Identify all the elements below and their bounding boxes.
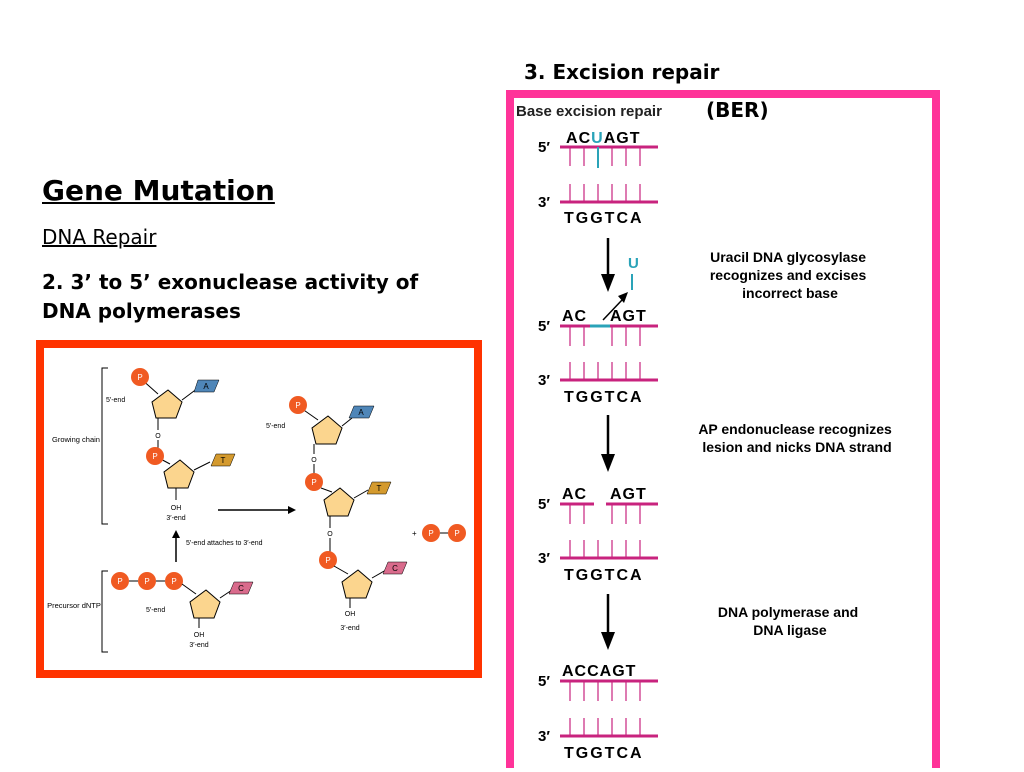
stage4-top-seq: ACCAGT xyxy=(562,663,636,680)
attach-note: 5′-end attaches to 3′-end xyxy=(186,540,263,547)
slide-title: Gene Mutation xyxy=(42,174,275,207)
stage2-top-right: AGT xyxy=(610,308,647,325)
sugar-2 xyxy=(163,459,195,489)
exonuclease-diagram-svg: Growing chain Precursor dNTP P A 5′-end … xyxy=(36,340,482,678)
stage3-5prime: 5′ xyxy=(538,496,550,513)
excised-uracil: U xyxy=(628,255,639,272)
step1-arrow xyxy=(601,274,615,292)
step3-arrow xyxy=(601,632,615,650)
growing-chain-label: Growing chain xyxy=(52,435,100,444)
stage1-3prime: 3′ xyxy=(538,194,550,211)
plus-sign: + xyxy=(412,529,417,538)
stage3-bottom-seq: TGGTCA xyxy=(564,567,644,584)
precursor-phosphate-2-label: P xyxy=(144,577,149,586)
product-phosphate-1-label: P xyxy=(295,401,300,410)
product-base-T-label: T xyxy=(377,484,382,493)
point-excision-repair: 3. Excision repair xyxy=(524,60,720,84)
ber-diagram: Base excision repair ACUAGT 5′ 3′ TGGTCA… xyxy=(506,90,940,772)
phosphate-2 xyxy=(146,447,164,465)
released-phosphate-1 xyxy=(422,524,440,542)
released-phosphate-1-label: P xyxy=(428,529,433,538)
stage1-top-seq: ACUAGT xyxy=(566,130,640,147)
step3-label: DNA polymerase and DNA ligase xyxy=(718,604,862,638)
product-sugar-1 xyxy=(311,415,343,445)
stage3-top-left: AC xyxy=(562,486,587,503)
sugar-1 xyxy=(151,389,183,419)
three-end-label-1: 3′-end xyxy=(166,515,185,522)
growing-chain-bracket xyxy=(101,367,108,525)
precursor-phosphate-2 xyxy=(138,572,156,590)
reaction-arrow xyxy=(288,506,296,514)
ber-header: Base excision repair xyxy=(516,103,662,120)
exonuclease-frame xyxy=(36,340,482,678)
released-phosphate-2-label: P xyxy=(454,529,459,538)
stage2-top-left: AC xyxy=(562,308,587,325)
phosphate-1-label: P xyxy=(137,373,142,382)
product-oh: OH xyxy=(345,611,356,618)
product-sugar-3 xyxy=(341,569,373,599)
ber-suffix: (BER) xyxy=(706,98,769,122)
base-A-1-label: A xyxy=(203,382,209,391)
product-five-end: 5′-end xyxy=(266,423,285,430)
product-phosphate-3 xyxy=(319,551,337,569)
stage1-bottom-seq: TGGTCA xyxy=(564,210,644,227)
product-oxygen-1: O xyxy=(311,457,317,464)
base-C-1-label: C xyxy=(238,584,244,593)
product-sugar-2 xyxy=(323,487,355,517)
precursor-bracket xyxy=(101,570,108,653)
product-phosphate-2-label: P xyxy=(311,478,316,487)
base-T-1-label: T xyxy=(221,456,226,465)
base-C-1 xyxy=(228,581,254,595)
oxygen-1: O xyxy=(155,433,161,440)
product-base-A-label: A xyxy=(358,408,364,417)
stage4-bottom-seq: TGGTCA xyxy=(564,745,644,762)
base-T-1 xyxy=(210,453,236,467)
three-end-label-2: 3′-end xyxy=(189,642,208,649)
stage1-5prime: 5′ xyxy=(538,139,550,156)
stage2-5prime: 5′ xyxy=(538,318,550,335)
phosphate-2-label: P xyxy=(152,452,157,461)
product-base-C xyxy=(382,561,408,575)
product-phosphate-1 xyxy=(289,396,307,414)
product-oxygen-2: O xyxy=(327,531,333,538)
product-base-C-label: C xyxy=(392,564,398,573)
product-three-end: 3′-end xyxy=(340,625,359,632)
product-phosphate-2 xyxy=(305,473,323,491)
precursor-phosphate-1-label: P xyxy=(117,577,122,586)
released-phosphate-2 xyxy=(448,524,466,542)
precursor-phosphate-1 xyxy=(111,572,129,590)
base-A-1 xyxy=(193,379,220,393)
product-phosphate-3-label: P xyxy=(325,556,330,565)
stage4-3prime: 3′ xyxy=(538,728,550,745)
stage4-5prime: 5′ xyxy=(538,673,550,690)
product-base-T xyxy=(366,481,392,495)
oh-label-2: OH xyxy=(194,632,205,639)
five-end-label-1: 5′-end xyxy=(106,397,125,404)
step1-label: Uracil DNA glycosylase recognizes and ex… xyxy=(710,249,870,301)
phosphate-1 xyxy=(131,368,149,386)
oh-label-1: OH xyxy=(171,505,182,512)
exonuclease-diagram: Growing chain Precursor dNTP P A 5′-end … xyxy=(36,340,482,678)
stage3-3prime: 3′ xyxy=(538,550,550,567)
ber-diagram-svg: Base excision repair ACUAGT 5′ 3′ TGGTCA… xyxy=(506,90,940,772)
slide-subtitle: DNA Repair xyxy=(42,225,157,249)
product-base-A xyxy=(348,405,375,419)
precursor-phosphate-3 xyxy=(165,572,183,590)
point-exonuclease: 2. 3’ to 5’ exonuclease activity of DNA … xyxy=(42,270,419,323)
step2-arrow xyxy=(601,454,615,472)
excision-arrow xyxy=(618,292,628,303)
precursor-label: Precursor dNTP xyxy=(47,601,101,610)
precursor-phosphate-3-label: P xyxy=(171,577,176,586)
ber-frame xyxy=(506,90,940,772)
step2-label: AP endonuclease recognizes lesion and ni… xyxy=(698,421,895,455)
five-end-label-2: 5′-end xyxy=(146,607,165,614)
stage2-3prime: 3′ xyxy=(538,372,550,389)
stage2-bottom-seq: TGGTCA xyxy=(564,389,644,406)
stage3-top-right: AGT xyxy=(610,486,647,503)
precursor-sugar xyxy=(189,589,221,619)
attach-arrow xyxy=(172,530,180,538)
